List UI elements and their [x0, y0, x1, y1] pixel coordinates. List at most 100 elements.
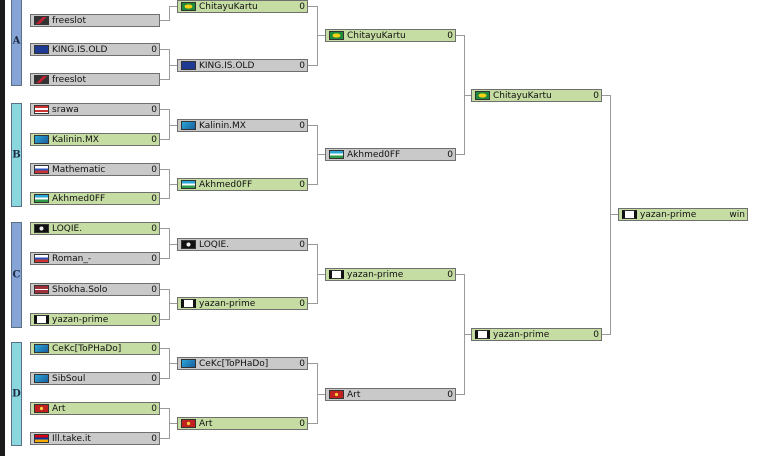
player-score: 0: [593, 90, 599, 101]
bracket-connector: [308, 244, 317, 245]
player-name: LOQIE.: [199, 239, 230, 250]
bracket-connector: [169, 228, 170, 259]
player-name: SibSoul: [52, 373, 86, 384]
player-score: 0: [299, 179, 305, 190]
bracket-connector: [160, 20, 169, 21]
bracket-connector: [317, 274, 325, 275]
player-score: 0: [151, 284, 157, 295]
player-score: win: [729, 209, 745, 220]
player-name: yazan-prime: [199, 298, 256, 309]
player-name: CeKc[ToPHaDo]: [52, 343, 122, 354]
player-score: 0: [447, 269, 453, 280]
bracket-connector: [169, 6, 177, 7]
player-slot[interactable]: CeKc[ToPHaDo]0: [177, 357, 308, 370]
player-slot[interactable]: freeslot: [30, 73, 160, 86]
group-marker: A: [11, 0, 22, 86]
bracket-connector: [160, 228, 169, 229]
bracket-connector: [169, 423, 177, 424]
player-score: 0: [151, 433, 157, 444]
generic-flag-icon: [34, 315, 49, 324]
bracket-connector: [308, 363, 317, 364]
player-slot[interactable]: LOQIE. 0: [177, 238, 308, 251]
player-name: freeslot: [52, 74, 86, 85]
group-marker: B: [11, 103, 22, 207]
player-slot[interactable]: Ill.take.it 0: [30, 432, 160, 445]
bracket-connector: [317, 363, 318, 424]
bracket-connector: [169, 6, 170, 21]
br-flag-icon: [181, 2, 196, 11]
player-name: CeKc[ToPHaDo]: [199, 358, 269, 369]
player-name: Roman_-: [52, 253, 92, 264]
window-edge: [0, 0, 5, 456]
player-score: 0: [299, 418, 305, 429]
player-name: Akhmed0FF: [347, 149, 401, 160]
player-name: ChitayuKartu: [347, 30, 406, 41]
kz-flag-icon: [181, 359, 196, 368]
bracket-connector: [160, 139, 169, 140]
bracket-connector: [169, 49, 170, 80]
player-slot[interactable]: yazan-prime 0: [177, 297, 308, 310]
player-name: Shokha.Solo: [52, 284, 108, 295]
player-name: srawa: [52, 104, 79, 115]
group-letter: C: [12, 269, 21, 281]
group-marker: C: [11, 222, 22, 328]
player-score: 0: [299, 60, 305, 71]
player-name: Ill.take.it: [52, 433, 91, 444]
bracket-connector: [160, 289, 169, 290]
player-score: 0: [151, 343, 157, 354]
player-slot[interactable]: Shokha.Solo 0: [30, 283, 160, 296]
kg-flag-icon: [34, 404, 49, 413]
uz-flag-icon: [34, 194, 49, 203]
player-score: 0: [447, 30, 453, 41]
player-slot[interactable]: LOQIE.0: [30, 222, 160, 235]
player-score: 0: [299, 120, 305, 131]
freeslot-flag-icon: [34, 75, 49, 84]
player-score: 0: [151, 314, 157, 325]
player-score: 0: [151, 164, 157, 175]
player-slot[interactable]: ChitayuKartu 0: [325, 29, 456, 42]
player-slot[interactable]: freeslot: [30, 14, 160, 27]
bracket-connector: [317, 6, 318, 66]
bracket-connector: [169, 65, 177, 66]
group-marker: D: [11, 342, 22, 446]
generic-flag-icon: [181, 299, 196, 308]
group-letter: B: [12, 149, 21, 161]
bracket-connector: [169, 125, 177, 126]
player-name: Art: [52, 403, 66, 414]
generic-flag-icon: [622, 210, 637, 219]
bracket-connector: [602, 95, 610, 96]
bracket-connector: [169, 184, 177, 185]
player-slot[interactable]: Roman_- 0: [30, 252, 160, 265]
player-score: 0: [299, 239, 305, 250]
bracket-connector: [308, 184, 317, 185]
player-name: Akhmed0FF: [52, 193, 106, 204]
player-name: yazan-prime: [493, 329, 550, 340]
kz-flag-icon: [34, 374, 49, 383]
player-slot[interactable]: CeKc[ToPHaDo] 0: [30, 342, 160, 355]
bracket-connector: [169, 109, 170, 140]
player-score: 0: [151, 134, 157, 145]
freeslot-flag-icon: [34, 16, 49, 25]
bracket-connector: [169, 303, 177, 304]
player-score: 0: [299, 298, 305, 309]
player-score: 0: [151, 253, 157, 264]
